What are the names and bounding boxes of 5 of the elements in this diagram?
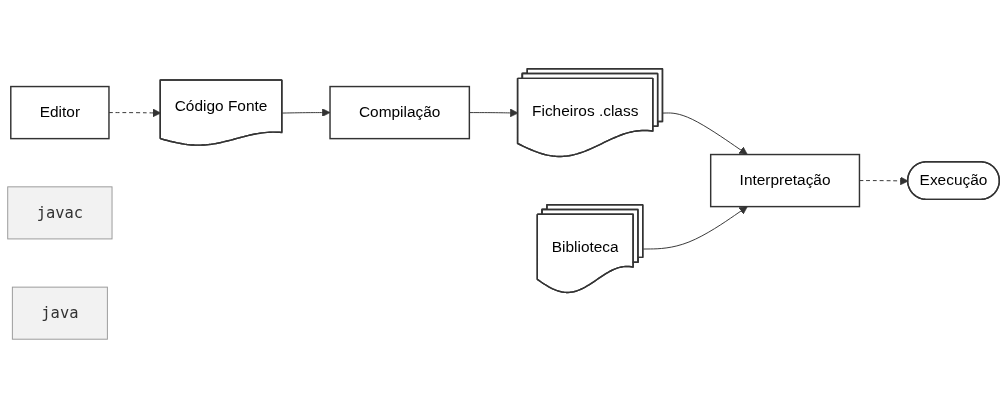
node-box: Interpretação	[709, 153, 861, 208]
node-box: javac	[7, 186, 113, 240]
node-box: Editor	[10, 85, 110, 140]
node-box: java	[11, 286, 108, 340]
node-box: Compilação	[329, 85, 471, 140]
